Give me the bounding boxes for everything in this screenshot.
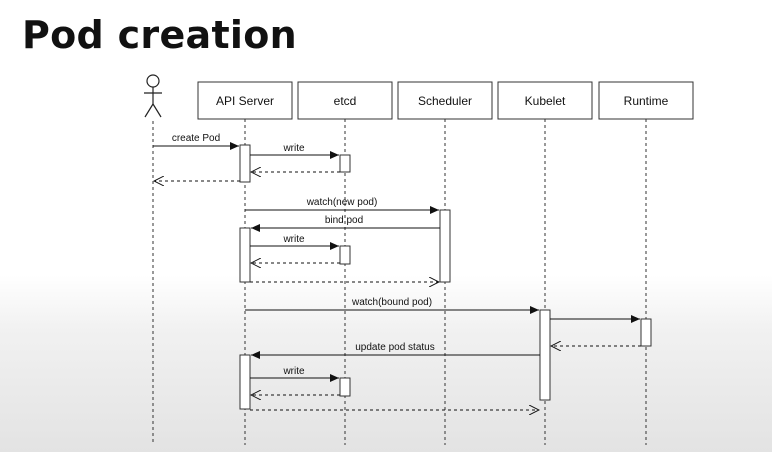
participant-api-server: API Server (197, 81, 293, 120)
activation-etcd-3 (339, 377, 351, 397)
activation-kubelet (539, 309, 551, 401)
page-title: Pod creation (22, 13, 298, 57)
activation-api-server-2 (239, 227, 251, 283)
activation-etcd-2 (339, 245, 351, 265)
label-write-3: write (282, 366, 305, 377)
activation-runtime (640, 318, 652, 347)
label-update-pod-status: update pod status (355, 342, 435, 353)
label-bind-pod: bind pod (325, 215, 363, 226)
label-write-2: write (282, 234, 305, 245)
label-watch-bound-pod: watch(bound pod) (351, 297, 432, 308)
activation-api-server-1 (239, 144, 251, 183)
label-create-pod: create Pod (172, 133, 220, 144)
participant-kubelet: Kubelet (497, 81, 593, 120)
participant-kubelet-label: Kubelet (525, 94, 566, 108)
participant-etcd-label: etcd (334, 94, 357, 108)
participant-etcd: etcd (297, 81, 393, 120)
user-actor-icon (144, 74, 162, 118)
label-watch-new-pod: watch(new pod) (306, 197, 378, 208)
participant-runtime-label: Runtime (624, 94, 669, 108)
participant-runtime: Runtime (598, 81, 694, 120)
participant-api-server-label: API Server (216, 94, 274, 108)
participant-scheduler-label: Scheduler (418, 94, 472, 108)
label-write-1: write (282, 143, 305, 154)
activation-scheduler (439, 209, 451, 283)
activation-etcd-1 (339, 154, 351, 173)
participant-scheduler: Scheduler (397, 81, 493, 120)
activation-api-server-3 (239, 354, 251, 410)
